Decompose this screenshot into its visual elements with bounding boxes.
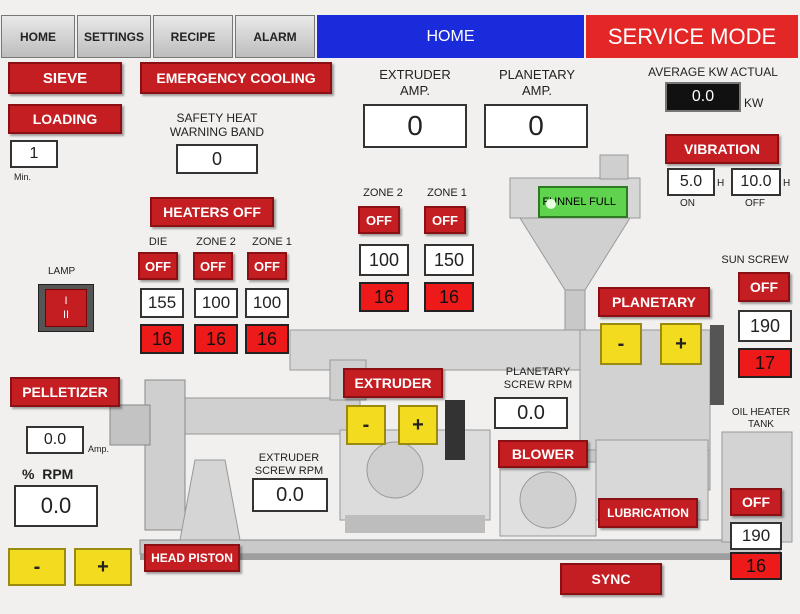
heater-zone1-setpoint[interactable]: 100 bbox=[245, 288, 289, 318]
pelletizer-rpm-value: 0.0 bbox=[14, 485, 98, 527]
tab-alarm[interactable]: ALARM bbox=[235, 15, 315, 58]
emergency-cooling-button[interactable]: EMERGENCY COOLING bbox=[140, 62, 332, 94]
planetary-screw-rpm-value: 0.0 bbox=[494, 397, 568, 429]
heater-die-setpoint[interactable]: 155 bbox=[140, 288, 184, 318]
pzone1-setpoint[interactable]: 150 bbox=[424, 244, 474, 276]
vibration-button[interactable]: VIBRATION bbox=[665, 134, 779, 164]
extruder-plus-button[interactable]: + bbox=[398, 405, 438, 445]
vibration-on-unit: H bbox=[717, 178, 725, 189]
vibration-off-unit: H bbox=[783, 178, 791, 189]
pzone1-off-button[interactable]: OFF bbox=[424, 206, 466, 234]
heater-die-actual: 16 bbox=[140, 324, 184, 354]
planetary-amp-label: PLANETARY AMP. bbox=[498, 67, 576, 98]
average-kw-value: 0.0 bbox=[665, 82, 741, 112]
lamp-switch[interactable]: I II bbox=[38, 284, 94, 332]
safety-heat-label: SAFETY HEAT WARNING BAND bbox=[169, 111, 265, 139]
loading-time-unit: Min. bbox=[14, 172, 32, 182]
funnel-full-indicator: FUNNEL FULL bbox=[538, 186, 628, 218]
tab-home[interactable]: HOME bbox=[1, 15, 75, 58]
safety-heat-field[interactable]: 0 bbox=[176, 144, 258, 174]
pzone2-actual: 16 bbox=[359, 282, 409, 312]
heater-zone2-label: ZONE 2 bbox=[196, 236, 236, 248]
planetary-minus-button[interactable]: - bbox=[600, 323, 642, 365]
planetary-screw-rpm-label: PLANETARY SCREW RPM bbox=[503, 366, 573, 391]
planetary-button[interactable]: PLANETARY bbox=[598, 287, 710, 317]
pelletizer-amp-value: 0.0 bbox=[26, 426, 84, 454]
lamp-toggle-icon: I II bbox=[45, 289, 87, 327]
sync-button[interactable]: SYNC bbox=[560, 563, 662, 595]
oil-heater-actual: 16 bbox=[730, 552, 782, 580]
pelletizer-minus-button[interactable]: - bbox=[8, 548, 66, 586]
screen-title: HOME bbox=[317, 15, 584, 58]
vibration-on-label: ON bbox=[680, 198, 695, 209]
pzone1-label: ZONE 1 bbox=[427, 187, 467, 199]
heater-zone1-actual: 16 bbox=[245, 324, 289, 354]
loading-button[interactable]: LOADING bbox=[8, 104, 122, 134]
lamp-on-mark: I bbox=[64, 295, 68, 307]
average-kw-unit: KW bbox=[744, 96, 764, 110]
sun-screw-setpoint[interactable]: 190 bbox=[738, 310, 792, 342]
service-mode-indicator: SERVICE MODE bbox=[586, 15, 798, 58]
extruder-amp-label: EXTRUDER AMP. bbox=[379, 67, 451, 98]
tab-settings[interactable]: SETTINGS bbox=[77, 15, 151, 58]
oil-heater-off-button[interactable]: OFF bbox=[730, 488, 782, 516]
head-piston-button[interactable]: HEAD PISTON bbox=[144, 544, 240, 572]
heater-zone2-off-button[interactable]: OFF bbox=[193, 252, 233, 280]
extruder-button[interactable]: EXTRUDER bbox=[343, 368, 443, 398]
blower-button[interactable]: BLOWER bbox=[498, 440, 588, 468]
lubrication-button[interactable]: LUBRICATION bbox=[598, 498, 698, 528]
extruder-screw-rpm-value: 0.0 bbox=[252, 478, 328, 512]
lamp-label: LAMP bbox=[48, 266, 76, 277]
planetary-amp-value: 0 bbox=[484, 104, 588, 148]
vibration-off-label: OFF bbox=[745, 198, 765, 209]
extruder-amp-value: 0 bbox=[363, 104, 467, 148]
funnel-led-icon bbox=[546, 199, 556, 209]
extruder-minus-button[interactable]: - bbox=[346, 405, 386, 445]
pelletizer-plus-button[interactable]: + bbox=[74, 548, 132, 586]
pelletizer-amp-unit: Amp. bbox=[88, 444, 110, 454]
pzone1-actual: 16 bbox=[424, 282, 474, 312]
heater-zone1-off-button[interactable]: OFF bbox=[247, 252, 287, 280]
heater-zone2-actual: 16 bbox=[194, 324, 238, 354]
heater-die-off-button[interactable]: OFF bbox=[138, 252, 178, 280]
pelletizer-button[interactable]: PELLETIZER bbox=[10, 377, 120, 407]
vibration-off-field[interactable]: 10.0 bbox=[731, 168, 781, 196]
heater-die-label: DIE bbox=[148, 236, 168, 248]
oil-heater-setpoint[interactable]: 190 bbox=[730, 522, 782, 550]
funnel-full-label: FUNNEL FULL bbox=[542, 196, 616, 208]
extruder-screw-rpm-label: EXTRUDER SCREW RPM bbox=[254, 452, 324, 477]
loading-time-field[interactable]: 1 bbox=[10, 140, 58, 168]
oil-heater-tank-label: OIL HEATER TANK bbox=[731, 407, 791, 430]
pzone2-off-button[interactable]: OFF bbox=[358, 206, 400, 234]
sun-screw-label: SUN SCREW bbox=[721, 254, 789, 266]
average-kw-label: AVERAGE KW ACTUAL bbox=[648, 65, 778, 79]
planetary-plus-button[interactable]: + bbox=[660, 323, 702, 365]
vibration-on-field[interactable]: 5.0 bbox=[667, 168, 715, 196]
heater-zone2-setpoint[interactable]: 100 bbox=[194, 288, 238, 318]
lamp-off-mark: II bbox=[62, 309, 70, 321]
tab-recipe[interactable]: RECIPE bbox=[153, 15, 233, 58]
pzone2-setpoint[interactable]: 100 bbox=[359, 244, 409, 276]
pelletizer-rpm-label: % RPM bbox=[22, 466, 74, 482]
pzone2-label: ZONE 2 bbox=[363, 187, 403, 199]
sieve-button[interactable]: SIEVE bbox=[8, 62, 122, 94]
heater-zone1-label: ZONE 1 bbox=[252, 236, 292, 248]
sun-screw-off-button[interactable]: OFF bbox=[738, 272, 790, 302]
heaters-off-button[interactable]: HEATERS OFF bbox=[150, 197, 274, 227]
sun-screw-actual: 17 bbox=[738, 348, 792, 378]
